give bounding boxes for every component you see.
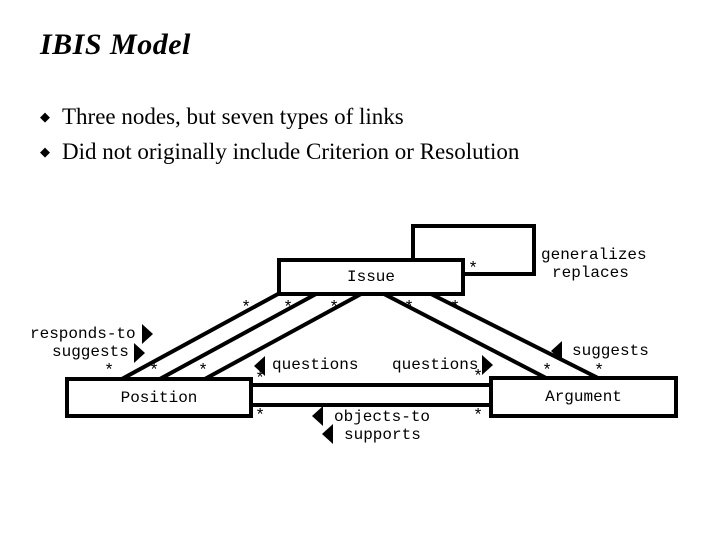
label-objects-to: objects-to bbox=[334, 408, 431, 426]
arrow-right-icon bbox=[482, 355, 493, 375]
label-generalizes: generalizes bbox=[541, 246, 647, 264]
multiplicity-star: * bbox=[473, 368, 484, 387]
arrow-left-icon bbox=[551, 341, 562, 361]
arrow-left-icon bbox=[312, 406, 323, 426]
node-position: Position bbox=[65, 377, 253, 418]
multiplicity-star: * bbox=[104, 362, 115, 381]
multiplicity-star: * bbox=[468, 260, 479, 279]
multiplicity-star: * bbox=[198, 362, 209, 381]
page-title: IBIS Model bbox=[40, 28, 191, 61]
bullet-item: Did not originally include Criterion or … bbox=[62, 139, 520, 164]
multiplicity-star: * bbox=[404, 299, 415, 318]
multiplicity-star: * bbox=[473, 407, 484, 426]
bullet-diamond-icon: ◆ bbox=[40, 145, 50, 160]
node-issue-label: Issue bbox=[346, 268, 395, 286]
label-suggests-left: suggests bbox=[52, 343, 129, 361]
multiplicity-star: * bbox=[241, 299, 252, 318]
multiplicity-star: * bbox=[594, 362, 605, 381]
label-suggests-right: suggests bbox=[572, 342, 649, 360]
multiplicity-star: * bbox=[149, 362, 160, 381]
arrow-left-icon bbox=[322, 424, 333, 444]
node-argument: Argument bbox=[489, 376, 678, 418]
node-argument-label: Argument bbox=[545, 388, 622, 406]
label-questions-right: questions bbox=[392, 356, 479, 374]
arrow-right-icon bbox=[142, 324, 153, 344]
label-questions-left: questions bbox=[272, 356, 359, 374]
multiplicity-star: * bbox=[283, 299, 294, 318]
label-supports: supports bbox=[344, 426, 421, 444]
multiplicity-star: * bbox=[542, 362, 553, 381]
node-position-label: Position bbox=[120, 388, 198, 407]
label-replaces: replaces bbox=[552, 264, 629, 282]
arrow-right-icon bbox=[134, 343, 145, 363]
node-issue: Issue bbox=[277, 258, 465, 296]
multiplicity-star: * bbox=[255, 407, 266, 426]
multiplicity-star: * bbox=[329, 299, 340, 318]
multiplicity-star: * bbox=[450, 299, 461, 318]
label-responds-to: responds-to bbox=[30, 325, 136, 343]
multiplicity-star: * bbox=[255, 370, 266, 389]
bullet-item: Three nodes, but seven types of links bbox=[62, 104, 404, 129]
bullet-diamond-icon: ◆ bbox=[40, 110, 50, 125]
